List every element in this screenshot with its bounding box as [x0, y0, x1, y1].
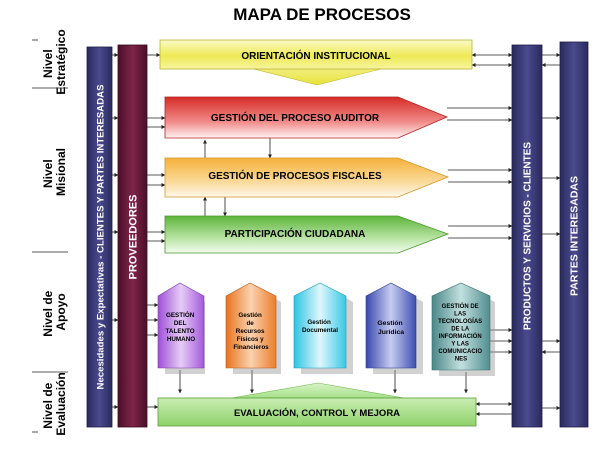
- participacion-process: [164, 215, 450, 254]
- necesidades-bar: [86, 46, 113, 428]
- evaluacion-up-arrow: [231, 382, 405, 399]
- auditor-label: GESTIÓN DEL PROCESO AUDITOR: [211, 111, 380, 124]
- evaluacion-label: EVALUACIÓN, CONTROL Y MEJORA: [234, 407, 400, 419]
- tecnologias-line-3: TECNOLOGÍAS: [438, 317, 482, 325]
- tecnologias-process: [431, 282, 491, 371]
- juridica-label: Gestión Jurídica: [377, 320, 404, 336]
- tecnologias-line-5: INFORMACIÓN: [439, 332, 482, 340]
- level-estrategico-line-1: Nivel: [41, 49, 55, 78]
- level-apoyo-label: Nivel de Apoyo: [41, 287, 68, 336]
- talento-line-3: TALENTO: [166, 328, 195, 335]
- documental-line-1: Gestión: [307, 319, 331, 326]
- productos-bar-label: PRODUCTOS Y SERVICIOS - CLIENTES: [523, 142, 534, 331]
- support-processes: GESTIÓN DEL TALENTO HUMANO Gestión de Re…: [157, 282, 495, 376]
- recursos-line-4: Físicos y: [237, 336, 264, 343]
- connector-lines: [112, 53, 561, 416]
- tecnologias-line-6: Y LAS: [451, 342, 469, 348]
- recursos-label: Gestión de Recursos Físicos y Financiero…: [233, 312, 269, 351]
- level-misional-line-2: Misional: [54, 148, 68, 196]
- juridica-process: [365, 282, 417, 369]
- recursos-line-3: Recursos: [236, 328, 265, 335]
- recursos-process: [225, 282, 277, 369]
- partes-bar-label: PARTES INTERESADAS: [569, 176, 581, 296]
- fiscales-label: GESTIÓN DE PROCESOS FISCALES: [208, 169, 382, 182]
- orientacion-label: ORIENTACIÓN INSTITUCIONAL: [241, 49, 390, 62]
- juridica-line-2: Jurídica: [378, 329, 404, 336]
- participacion-label: PARTICIPACIÓN CIUDADANA: [225, 227, 366, 240]
- fiscales-process: [164, 157, 450, 198]
- proveedores-bar: [117, 44, 148, 428]
- level-misional-label: Nivel Misional: [41, 148, 68, 196]
- necesidades-bar-label: Necesidades y Expectativas - CLIENTES Y …: [96, 84, 107, 390]
- partes-bar: [559, 41, 589, 428]
- level-apoyo-line-1: Nivel de: [41, 290, 55, 336]
- level-evaluacion-line-2: Evaluación: [54, 372, 68, 435]
- evaluacion-process: [157, 397, 477, 427]
- tecnologias-line-1: GESTIÓN DE: [442, 302, 479, 310]
- tecnologias-line-2: LAS: [454, 312, 466, 318]
- recursos-line-2: de: [246, 320, 254, 327]
- auditor-process: [164, 96, 449, 139]
- level-apoyo-line-2: Apoyo: [54, 293, 68, 330]
- productos-bar: [511, 44, 543, 428]
- level-estrategico-label: Nivel Estratégico: [41, 29, 68, 94]
- tecnologias-line-8: NES: [455, 357, 467, 363]
- tecnologias-line-7: COMUNICACIO: [438, 349, 482, 355]
- level-misional-line-1: Nivel: [41, 159, 55, 188]
- documental-line-2: Documental: [302, 327, 338, 334]
- talento-line-4: HUMANO: [167, 336, 195, 343]
- level-evaluacion-line-1: Nivel de: [41, 382, 55, 428]
- tecnologias-line-4: DE LA: [451, 327, 470, 333]
- talento-line-2: DEL: [174, 320, 187, 327]
- level-dividers: [32, 39, 68, 433]
- documental-process: [293, 282, 347, 369]
- talento-line-1: GESTIÓN: [166, 310, 195, 319]
- talento-process: [157, 282, 205, 369]
- recursos-line-1: Gestión: [238, 312, 262, 319]
- recursos-line-5: Financieros: [233, 344, 269, 351]
- orientacion-process: [159, 39, 473, 70]
- documental-label: Gestión Documental: [302, 319, 338, 334]
- level-estrategico-line-2: Estratégico: [54, 29, 68, 94]
- juridica-line-1: Gestión: [377, 320, 402, 327]
- talento-label: GESTIÓN DEL TALENTO HUMANO: [166, 310, 197, 343]
- tecnologias-label: GESTIÓN DE LAS TECNOLOGÍAS DE LA INFORMA…: [438, 302, 484, 363]
- page-title: MAPA DE PROCESOS: [233, 5, 411, 24]
- proveedores-bar-label: PROVEEDORES: [128, 195, 140, 280]
- orientacion-down-arrow: [249, 67, 386, 86]
- level-evaluacion-label: Nivel de Evaluación: [41, 372, 68, 435]
